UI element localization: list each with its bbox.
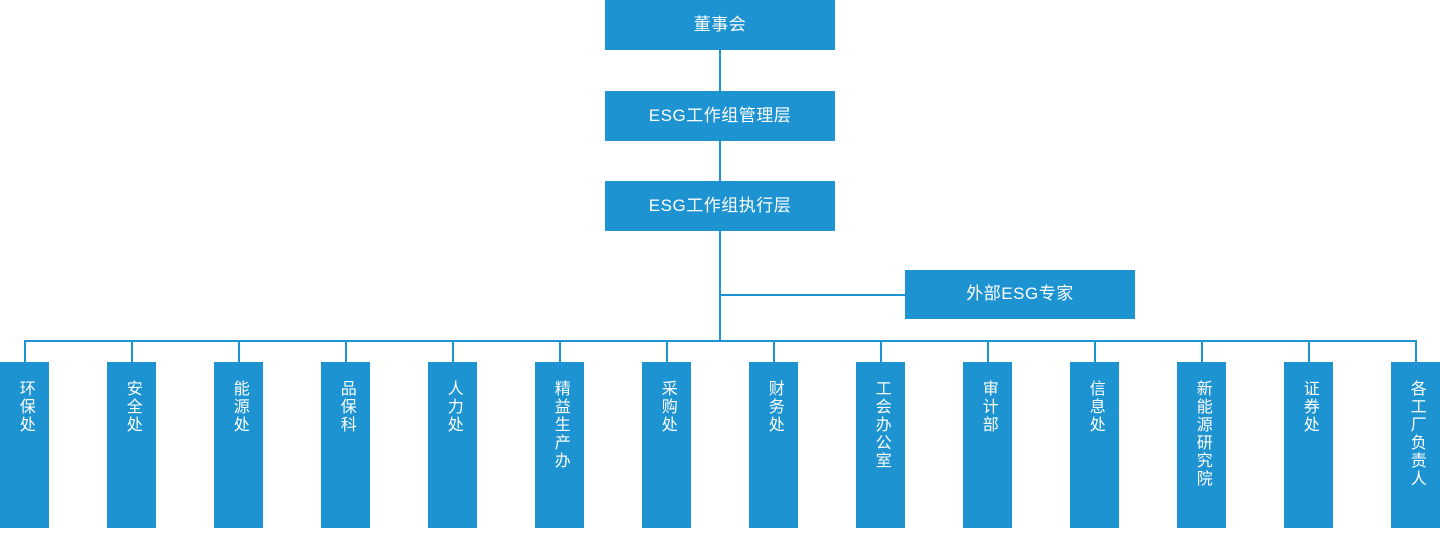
node-department-label: 采购处 [658,380,676,434]
connector-bus-to-department [1200,340,1203,362]
node-department-label: 人力处 [444,380,462,434]
node-department[interactable]: 工会办公室 [856,362,905,528]
node-department[interactable]: 证券处 [1284,362,1333,528]
node-esg-execution-level[interactable]: ESG工作组执行层 [605,181,835,231]
node-department-label: 财务处 [765,380,783,434]
node-department-label: 能源处 [230,380,248,434]
connector-bus-to-department [1093,340,1096,362]
connector-execution-to-advisor [719,294,905,296]
connector-bus-to-department [665,340,668,362]
node-department-label: 环保处 [16,380,34,434]
node-department[interactable]: 财务处 [749,362,798,528]
node-department[interactable]: 能源处 [214,362,263,528]
connector-bus-to-department [23,340,26,362]
connector-management-to-execution [719,141,721,181]
node-management-label: ESG工作组管理层 [648,105,792,125]
node-department[interactable]: 人力处 [428,362,477,528]
node-board-of-directors[interactable]: 董事会 [605,0,835,50]
node-department-label: 证券处 [1300,380,1318,434]
node-department-label: 审计部 [979,380,997,434]
node-esg-management-level[interactable]: ESG工作组管理层 [605,91,835,141]
connector-bus-to-department [1307,340,1310,362]
connector-bus-to-department [879,340,882,362]
connector-bus-to-department [451,340,454,362]
node-external-esg-advisor[interactable]: 外部ESG专家 [905,270,1135,319]
connector-department-bus [24,340,1416,342]
node-department-label: 各工厂负责人 [1407,380,1425,488]
connector-bus-to-department [237,340,240,362]
connector-bus-to-department [1414,340,1417,362]
node-department[interactable]: 环保处 [0,362,49,528]
connector-bus-to-department [344,340,347,362]
node-department[interactable]: 安全处 [107,362,156,528]
node-department[interactable]: 新能源研究院 [1177,362,1226,528]
node-board-label: 董事会 [693,14,747,34]
node-execution-label: ESG工作组执行层 [648,195,792,215]
node-department[interactable]: 审计部 [963,362,1012,528]
node-department[interactable]: 信息处 [1070,362,1119,528]
connector-execution-trunk [719,231,721,341]
connector-bus-to-department [986,340,989,362]
node-department-label: 信息处 [1086,380,1104,434]
node-department[interactable]: 采购处 [642,362,691,528]
connector-board-to-management [719,50,721,91]
node-department-label: 精益生产办 [551,380,569,470]
node-department-label: 工会办公室 [872,380,890,470]
node-department[interactable]: 精益生产办 [535,362,584,528]
node-department-label: 新能源研究院 [1193,380,1211,488]
node-advisor-label: 外部ESG专家 [966,284,1074,304]
connector-bus-to-department [558,340,561,362]
connector-bus-to-department [772,340,775,362]
node-department[interactable]: 品保科 [321,362,370,528]
node-department[interactable]: 各工厂负责人 [1391,362,1440,528]
node-department-label: 品保科 [337,380,355,434]
connector-bus-to-department [130,340,133,362]
node-department-label: 安全处 [123,380,141,434]
